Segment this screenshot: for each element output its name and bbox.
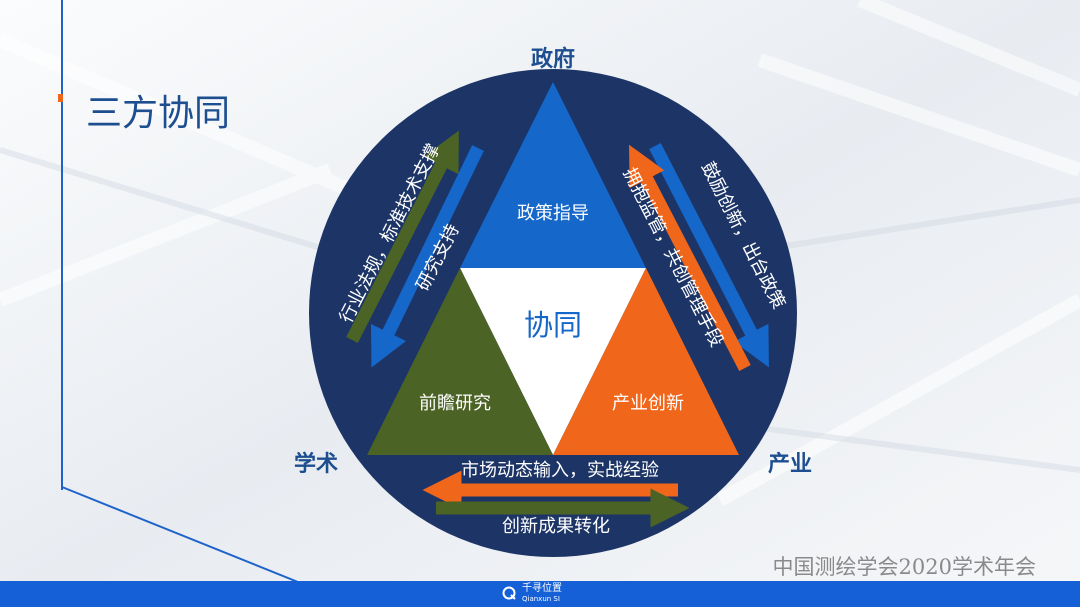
slide-title: 三方协同 xyxy=(86,93,231,134)
brand-logo: 千寻位置 Qianxun SI xyxy=(502,583,572,605)
left-inner-arrow xyxy=(370,145,484,368)
label-forward-research: 前瞻研究 xyxy=(419,393,491,414)
triangle-center xyxy=(460,268,646,455)
brand-name: 千寻位置 xyxy=(522,583,562,594)
footer-organization: 中国测绘学会2020学术年会 xyxy=(772,555,1036,579)
label-bottom-upper: 市场动态输入，实战经验 xyxy=(461,460,659,481)
right-outer-arrow xyxy=(649,143,769,368)
node-government: 政府 xyxy=(531,46,575,72)
bottom-bar xyxy=(0,581,1080,607)
brand-mark-icon xyxy=(502,586,516,600)
brand-subtitle: Qianxun SI xyxy=(522,595,560,603)
node-industry: 产业 xyxy=(768,452,812,477)
label-bottom-lower: 创新成果转化 xyxy=(502,516,610,537)
triangle-industry xyxy=(553,268,739,455)
label-policy-guidance: 政策指导 xyxy=(517,203,589,224)
label-collaboration: 协同 xyxy=(524,308,582,342)
left-outer-arrow xyxy=(346,130,459,343)
node-academia: 学术 xyxy=(294,451,338,477)
label-industry-innovation: 产业创新 xyxy=(612,393,684,414)
triangle-academia xyxy=(367,268,553,455)
title-marker xyxy=(58,94,63,102)
triangle-government xyxy=(460,82,646,268)
right-inner-arrow xyxy=(629,144,751,371)
